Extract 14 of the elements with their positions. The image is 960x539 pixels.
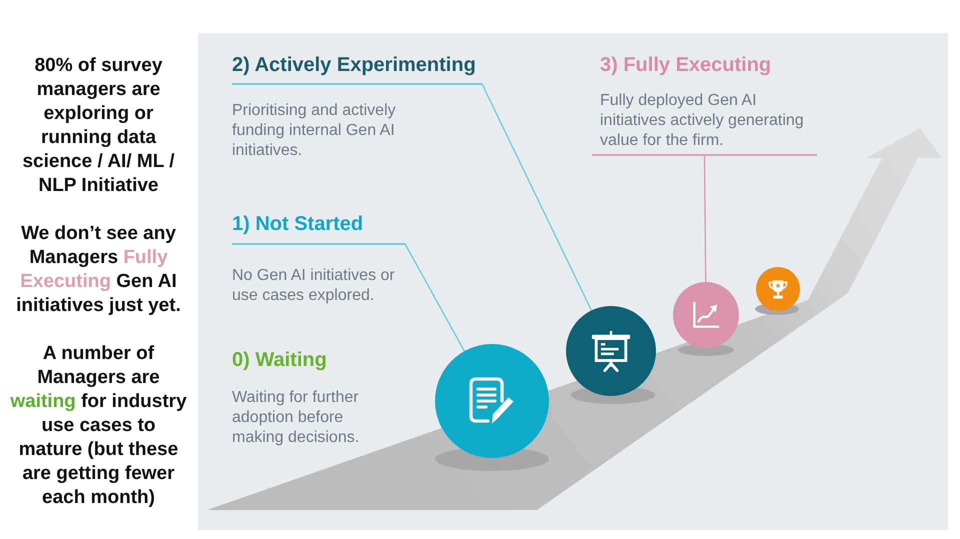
stage-description: Prioritising and actively funding internal Gen AI initiatives. — [232, 100, 397, 160]
summary-note: We don’t see any Managers Fully Executing Gen AI initiatives just yet. — [15, 222, 182, 318]
stage-heading: 1) Not Started — [232, 212, 364, 236]
stage-description: Waiting for further adoption before making decisions. — [232, 388, 360, 448]
summary-note: 80% of survey managers are exploring or running data science / AI/ ML / NLP Initiative — [21, 54, 176, 198]
leader-line — [404, 243, 465, 352]
stage-heading: 0) Waiting — [232, 348, 327, 372]
leader-line — [481, 83, 592, 311]
stage-heading: 2) Actively Experimenting — [232, 53, 476, 77]
stage-description: No Gen AI initiatives or use cases explored. — [232, 266, 396, 306]
leader-line — [704, 156, 706, 282]
stage-description: Fully deployed Gen AI initiatives actively generating value for the firm. — [600, 91, 805, 151]
stage-heading: 3) Fully Executing — [600, 53, 772, 77]
summary-note: A number of Managers are waiting for industry use cases to mature (but these are getting fewer each month) — [9, 342, 188, 510]
